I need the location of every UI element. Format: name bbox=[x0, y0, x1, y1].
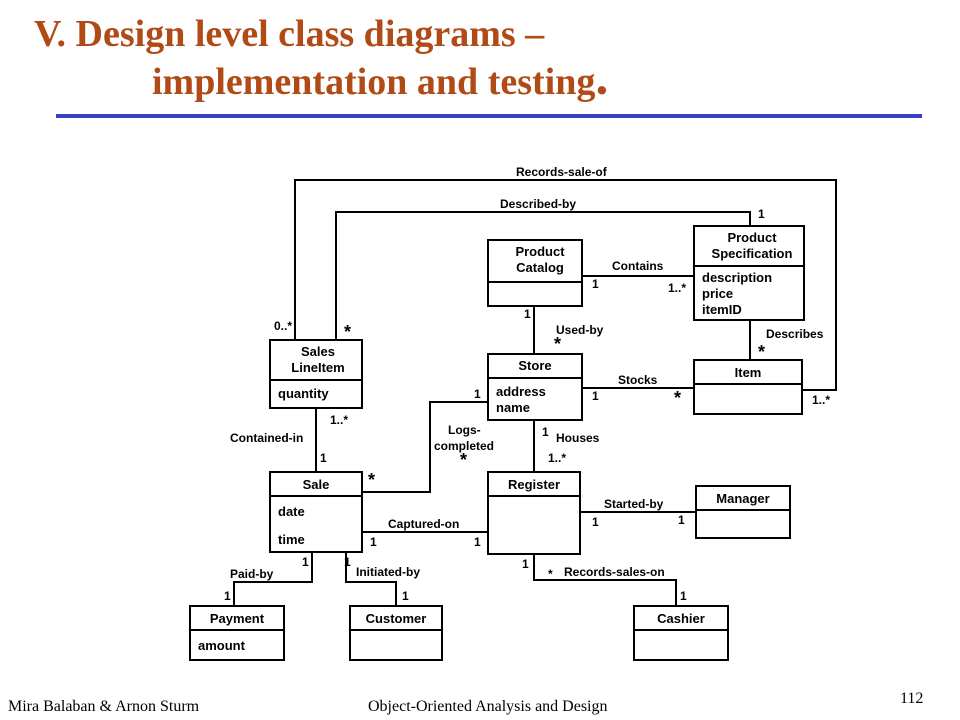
mult-paid-by-sale: 1 bbox=[302, 555, 309, 569]
sale-attr-time: time bbox=[278, 532, 305, 547]
label-records-sale-of: Records-sale-of bbox=[516, 165, 608, 179]
mult-described-by-lineitem: * bbox=[344, 322, 351, 342]
class-sales-line-item: Sales LineItem quantity bbox=[269, 339, 363, 409]
mult-captured-on-sale: 1 bbox=[370, 535, 377, 549]
label-describes: Describes bbox=[766, 327, 824, 341]
mult-paid-by-payment: 1 bbox=[224, 589, 231, 603]
multiplicity-labels: 0..* * 1 1 1..* 1 * * 1 * 1..* 1 * * 1 1… bbox=[224, 207, 830, 603]
store-name: Store bbox=[518, 358, 551, 373]
described-by-line bbox=[335, 211, 751, 340]
mult-contained-in-lineitem: 1..* bbox=[330, 413, 348, 427]
mult-describes-item: * bbox=[758, 342, 765, 362]
slide-title: V. Design level class diagrams – impleme… bbox=[34, 12, 608, 104]
footer-course: Object-Oriented Analysis and Design bbox=[368, 698, 608, 715]
label-stocks: Stocks bbox=[618, 373, 658, 387]
mult-stocks-item: * bbox=[674, 388, 681, 408]
mult-records-sales-on-cashier: 1 bbox=[680, 589, 687, 603]
title-line-2-text: implementation and testing bbox=[152, 61, 596, 103]
mult-used-by-catalog: 1 bbox=[524, 307, 531, 321]
mult-stocks-store: 1 bbox=[592, 389, 599, 403]
label-contained-in: Contained-in bbox=[230, 431, 303, 445]
store-attr-address: address bbox=[496, 384, 546, 399]
label-captured-on: Captured-on bbox=[388, 517, 459, 531]
product-spec-attr-description: description bbox=[702, 270, 772, 285]
product-catalog-name-2: Catalog bbox=[516, 260, 564, 275]
mult-started-by-register: 1 bbox=[592, 515, 599, 529]
class-manager: Manager bbox=[695, 485, 791, 539]
mult-records-sale-of-item: 1..* bbox=[812, 393, 830, 407]
mult-used-by-store: * bbox=[554, 334, 561, 354]
sale-name: Sale bbox=[303, 477, 330, 492]
customer-name: Customer bbox=[366, 611, 427, 626]
association-labels: Records-sale-of Described-by Contains Us… bbox=[230, 165, 824, 581]
mult-logs-completed-store: 1 bbox=[474, 387, 481, 401]
title-line-2: implementation and testing. bbox=[34, 52, 608, 104]
title-underline bbox=[56, 114, 922, 118]
mult-records-sales-on-star: * bbox=[548, 567, 553, 581]
label-used-by: Used-by bbox=[556, 323, 604, 337]
sale-attr-date: date bbox=[278, 504, 305, 519]
page-number: 112 bbox=[900, 690, 924, 707]
label-houses: Houses bbox=[556, 431, 600, 445]
label-started-by: Started-by bbox=[604, 497, 664, 511]
store-attr-name: name bbox=[496, 400, 530, 415]
mult-contained-in-sale: 1 bbox=[320, 451, 327, 465]
product-catalog-name-1: Product bbox=[515, 244, 565, 259]
class-store: Store address name bbox=[487, 353, 583, 421]
records-sales-on-line bbox=[533, 554, 677, 606]
footer-authors: Mira Balaban & Arnon Sturm bbox=[8, 698, 200, 715]
class-product-catalog: Product Catalog bbox=[487, 239, 583, 307]
class-register: Register bbox=[487, 471, 581, 555]
mult-contains-spec: 1..* bbox=[668, 281, 686, 295]
payment-name: Payment bbox=[210, 611, 265, 626]
class-payment: Payment amount bbox=[189, 605, 285, 661]
mult-started-by-manager: 1 bbox=[678, 513, 685, 527]
logs-completed-line bbox=[362, 401, 488, 493]
mult-houses-register: 1..* bbox=[548, 451, 566, 465]
mult-initiated-by-customer: 1 bbox=[402, 589, 409, 603]
sales-line-item-name-1: Sales bbox=[301, 344, 335, 359]
mult-records-sale-of-lineitem: 0..* bbox=[274, 319, 292, 333]
mult-houses-store: 1 bbox=[542, 425, 549, 439]
class-product-specification: Product Specification description price … bbox=[693, 225, 805, 321]
class-sale: Sale date time bbox=[269, 471, 363, 553]
mult-captured-on-register: 1 bbox=[474, 535, 481, 549]
label-initiated-by: Initiated-by bbox=[356, 565, 420, 579]
class-customer: Customer bbox=[349, 605, 443, 661]
item-name: Item bbox=[735, 365, 762, 380]
records-sale-of-line bbox=[294, 179, 837, 391]
label-logs-completed-1: Logs- bbox=[448, 423, 481, 437]
initiated-by-line bbox=[345, 552, 397, 606]
manager-name: Manager bbox=[716, 491, 769, 506]
paid-by-line bbox=[233, 552, 313, 606]
payment-attr-amount: amount bbox=[198, 638, 246, 653]
mult-contains-catalog: 1 bbox=[592, 277, 599, 291]
label-paid-by: Paid-by bbox=[230, 567, 274, 581]
label-contains: Contains bbox=[612, 259, 664, 273]
label-described-by: Described-by bbox=[500, 197, 576, 211]
register-name: Register bbox=[508, 477, 560, 492]
product-spec-name-1: Product bbox=[727, 230, 777, 245]
cashier-name: Cashier bbox=[657, 611, 705, 626]
product-spec-name-2: Specification bbox=[712, 246, 793, 261]
mult-records-sales-on-register: 1 bbox=[522, 557, 529, 571]
mult-initiated-by-sale: 1 bbox=[344, 555, 351, 569]
title-period: . bbox=[595, 49, 609, 106]
product-spec-attr-itemid: itemID bbox=[702, 302, 742, 317]
sales-line-item-name-2: LineItem bbox=[291, 360, 344, 375]
class-cashier: Cashier bbox=[633, 605, 729, 661]
label-logs-completed-2: completed bbox=[434, 439, 494, 453]
mult-described-by-spec: 1 bbox=[758, 207, 765, 221]
mult-logs-completed-sale: * bbox=[368, 470, 375, 490]
mult-logs-completed-label-star: * bbox=[460, 450, 467, 470]
association-lines bbox=[233, 179, 837, 606]
sales-line-item-attr-quantity: quantity bbox=[278, 386, 329, 401]
class-item: Item bbox=[693, 359, 803, 415]
product-spec-attr-price: price bbox=[702, 286, 733, 301]
title-line-1: V. Design level class diagrams – bbox=[34, 13, 545, 55]
label-records-sales-on: Records-sales-on bbox=[564, 565, 665, 579]
